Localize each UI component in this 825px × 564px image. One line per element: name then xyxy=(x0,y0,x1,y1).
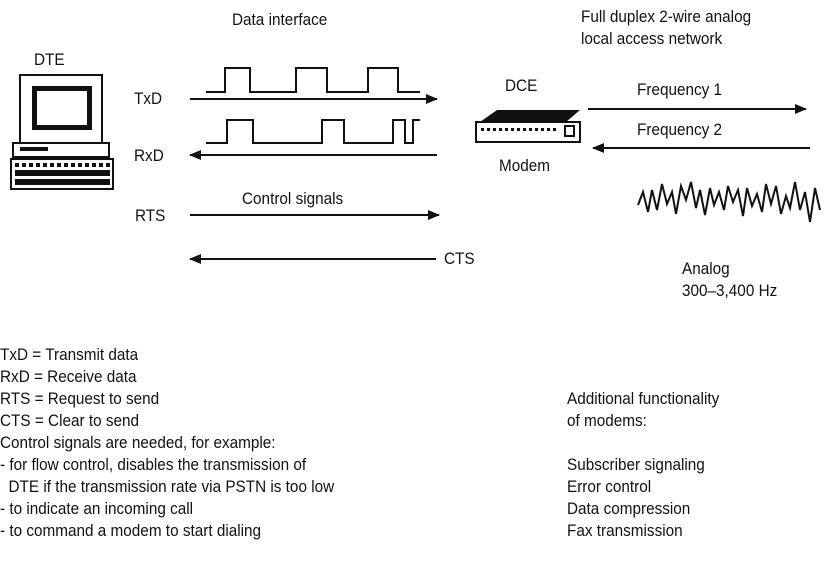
legend-line: CTS = Clear to send xyxy=(0,411,140,430)
txd-label: TxD xyxy=(134,89,163,108)
rxd-waveform xyxy=(206,119,420,144)
txd-waveform xyxy=(206,67,420,93)
modem-icon xyxy=(475,110,581,143)
legend-line: - to command a modem to start dialing xyxy=(0,521,262,540)
computer-icon xyxy=(10,74,114,190)
frequency-1-label: Frequency 1 xyxy=(637,80,723,99)
functionality-item: Error control xyxy=(567,477,652,496)
analog-waveform xyxy=(637,181,821,223)
control-signals-label: Control signals xyxy=(242,189,344,208)
legend-line: TxD = Transmit data xyxy=(0,345,139,364)
functionality-title-line-1: Additional functionality xyxy=(567,389,720,408)
analog-label: Analog xyxy=(682,259,730,278)
dce-label: DCE xyxy=(505,76,538,95)
rxd-label: RxD xyxy=(134,146,164,165)
legend-line: - for flow control, disables the transmi… xyxy=(0,455,307,474)
legend-line: Control signals are needed, for example: xyxy=(0,433,276,452)
network-title-line-1: Full duplex 2-wire analog xyxy=(581,7,752,26)
cts-label: CTS xyxy=(444,249,475,268)
functionality-title-line-2: of modems: xyxy=(567,411,647,430)
data-interface-label: Data interface xyxy=(232,10,328,29)
analog-frequency-range: 300–3,400 Hz xyxy=(682,281,778,300)
rts-label: RTS xyxy=(135,206,166,225)
modem-label: Modem xyxy=(499,156,551,175)
legend-line: DTE if the transmission rate via PSTN is… xyxy=(0,477,335,496)
frequency-2-label: Frequency 2 xyxy=(637,120,723,139)
legend-line: RTS = Request to send xyxy=(0,389,160,408)
functionality-item: Fax transmission xyxy=(567,521,683,540)
legend-line: RxD = Receive data xyxy=(0,367,137,386)
functionality-item: Subscriber signaling xyxy=(567,455,705,474)
legend-line: - to indicate an incoming call xyxy=(0,499,194,518)
functionality-item: Data compression xyxy=(567,499,691,518)
network-title-line-2: local access network xyxy=(581,29,723,48)
dte-label: DTE xyxy=(34,50,65,69)
